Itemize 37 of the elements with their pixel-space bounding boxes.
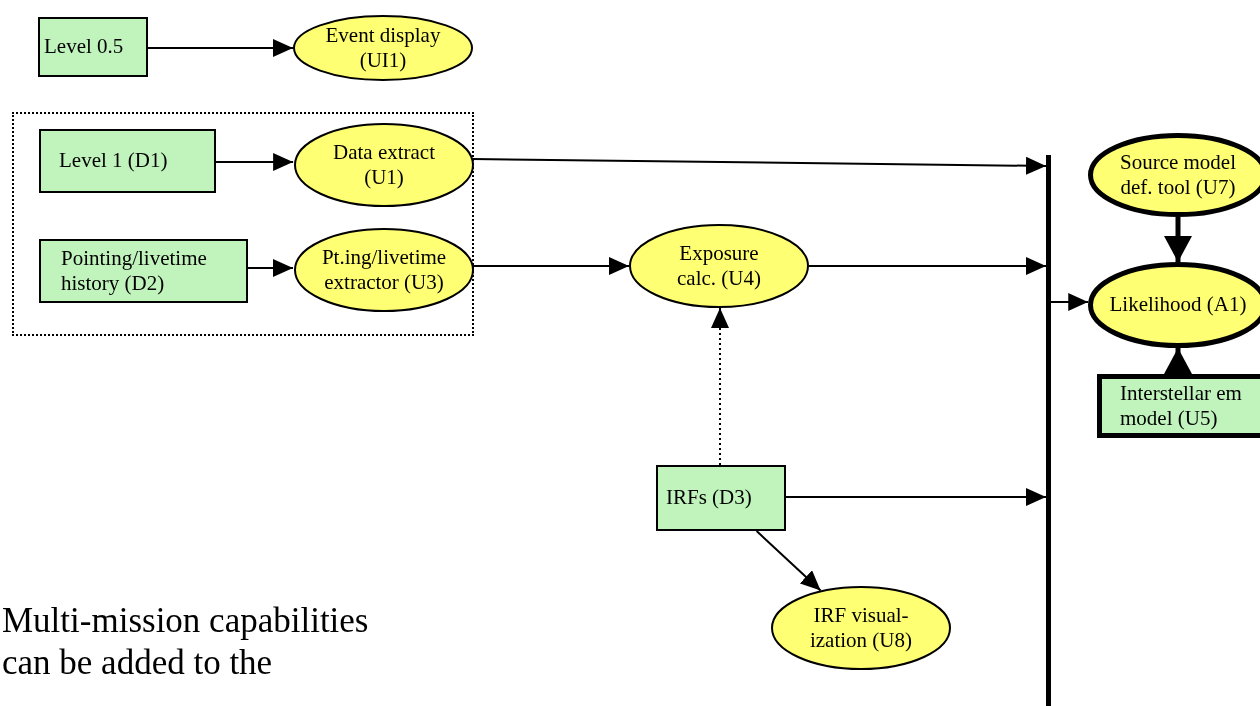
data-box bbox=[39, 239, 248, 303]
tool-ellipse bbox=[294, 228, 474, 312]
arrow bbox=[471, 257, 630, 275]
arrow bbox=[755, 530, 822, 592]
data-box bbox=[1097, 374, 1260, 438]
group-frame bbox=[12, 112, 474, 336]
data-box bbox=[39, 129, 216, 193]
arrow bbox=[785, 488, 1047, 506]
node-label: Pointing/livetime history (D2) bbox=[61, 245, 208, 297]
data-box bbox=[656, 465, 786, 531]
node-label: Pt.ing/livetime extractor (U3) bbox=[320, 244, 448, 296]
arrow bbox=[1050, 293, 1090, 311]
node-label: Data extract (U1) bbox=[332, 139, 436, 191]
node-label: Source model def. tool (U7) bbox=[1118, 149, 1238, 201]
arrow bbox=[471, 156, 1047, 175]
arrow bbox=[246, 259, 295, 277]
bus-bar bbox=[1046, 155, 1051, 706]
node-label: Interstellar em model (U5) bbox=[1120, 380, 1243, 432]
tool-ellipse bbox=[294, 123, 474, 207]
arrow bbox=[214, 153, 295, 171]
arrow bbox=[711, 307, 729, 466]
data-box bbox=[38, 17, 148, 77]
note-text: Multi-mission capabilities can be added to the bbox=[2, 600, 370, 684]
node-label: IRFs (D3) bbox=[666, 485, 752, 511]
arrow bbox=[147, 39, 294, 57]
node-label: Likelihood (A1) bbox=[1109, 292, 1247, 318]
node-label: Exposure calc. (U4) bbox=[676, 240, 762, 292]
tool-ellipse bbox=[771, 586, 951, 670]
arrow bbox=[1164, 348, 1192, 374]
tool-ellipse bbox=[293, 15, 473, 81]
tool-ellipse bbox=[629, 224, 809, 308]
arrow bbox=[808, 257, 1047, 275]
node-label: Level 0.5 bbox=[44, 34, 124, 60]
node-label: IRF visual- ization (U8) bbox=[808, 602, 913, 654]
node-label: Level 1 (D1) bbox=[59, 148, 168, 174]
node-label: Event display (UI1) bbox=[324, 22, 442, 74]
arrow bbox=[1164, 217, 1192, 262]
